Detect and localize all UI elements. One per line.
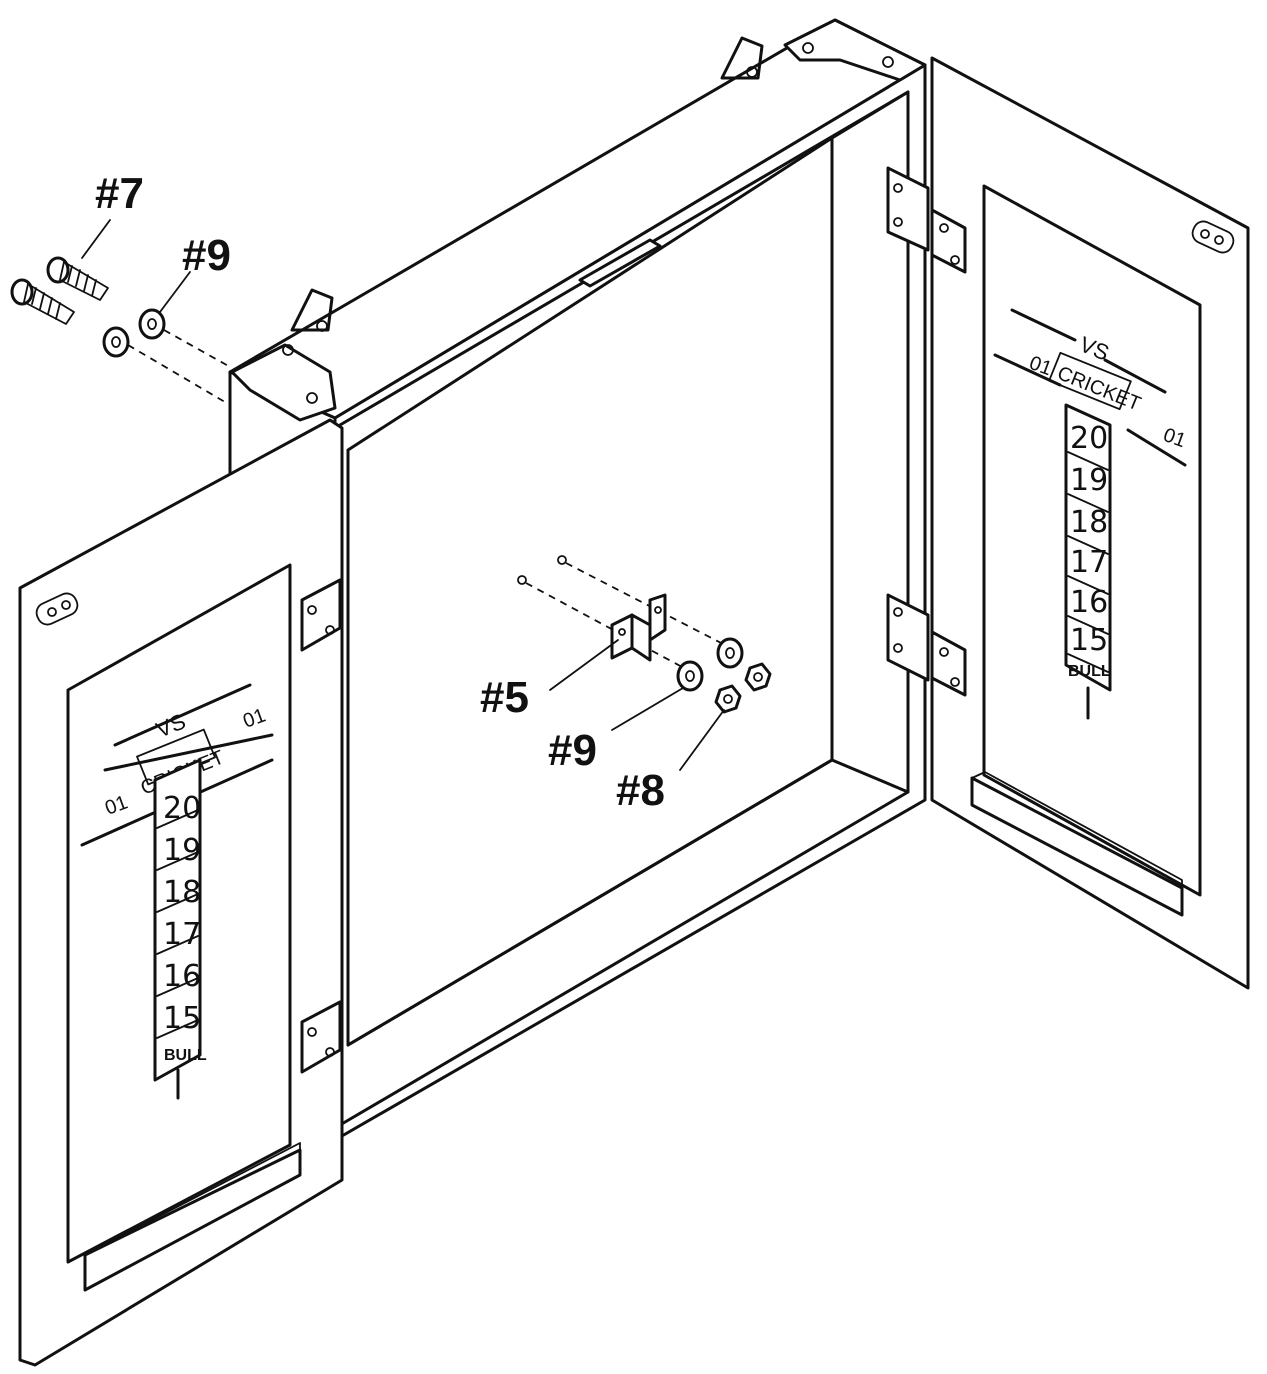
washer-left [102, 326, 130, 358]
nut-right [744, 662, 772, 692]
callout-screws: #7 [95, 169, 144, 218]
bracket-part [610, 593, 667, 662]
right-number-18: 18 [1070, 505, 1108, 540]
left-number-15: 15 [163, 1001, 201, 1036]
washer-right [138, 308, 166, 340]
callout-bracket: #5 [480, 673, 529, 722]
cabinet-body [228, 18, 927, 1142]
right-number-16: 16 [1070, 585, 1108, 620]
top-corner-bracket-left [230, 343, 337, 422]
right-number-15: 15 [1070, 623, 1108, 658]
left-scoreboard: VS 01 CRICKET 01 20 19 18 17 16 15 BULL [80, 683, 274, 1100]
left-number-17: 17 [163, 917, 201, 952]
left-door-hinge-bottom [300, 1000, 342, 1074]
right-number-17: 17 [1070, 545, 1108, 580]
left-bull-label: BULL [164, 1047, 207, 1064]
top-latch [578, 238, 662, 288]
mount-holes [517, 555, 567, 585]
left-number-20: 20 [163, 791, 201, 826]
right-door-hinge-bottom [886, 593, 967, 697]
nut-left [714, 684, 742, 714]
washer-center-right [716, 637, 744, 669]
right-bull-label: BULL [1068, 663, 1111, 680]
left-number-16: 16 [163, 959, 201, 994]
screw-top [46, 256, 109, 301]
left-number-column: 20 19 18 17 16 15 BULL [163, 791, 207, 1064]
top-corner-bracket-right [783, 18, 927, 82]
right-scoreboard: VS 01 CRICKET 01 20 19 18 17 16 15 BULL [993, 308, 1189, 720]
left-door-hinge-top [300, 578, 342, 652]
callout-washer-mid: #9 [548, 726, 597, 775]
right-number-20: 20 [1070, 421, 1108, 456]
left-number-19: 19 [163, 833, 201, 868]
right-door-hinge-top [886, 166, 967, 274]
left-number-18: 18 [163, 875, 201, 910]
callout-nut: #8 [616, 766, 665, 815]
washer-center-left [676, 660, 704, 692]
callout-washer-top: #9 [182, 231, 231, 280]
right-number-19: 19 [1070, 463, 1108, 498]
hanger-ring-right [720, 36, 764, 80]
screw-bottom [10, 278, 75, 325]
hanger-ring-left [290, 288, 334, 332]
